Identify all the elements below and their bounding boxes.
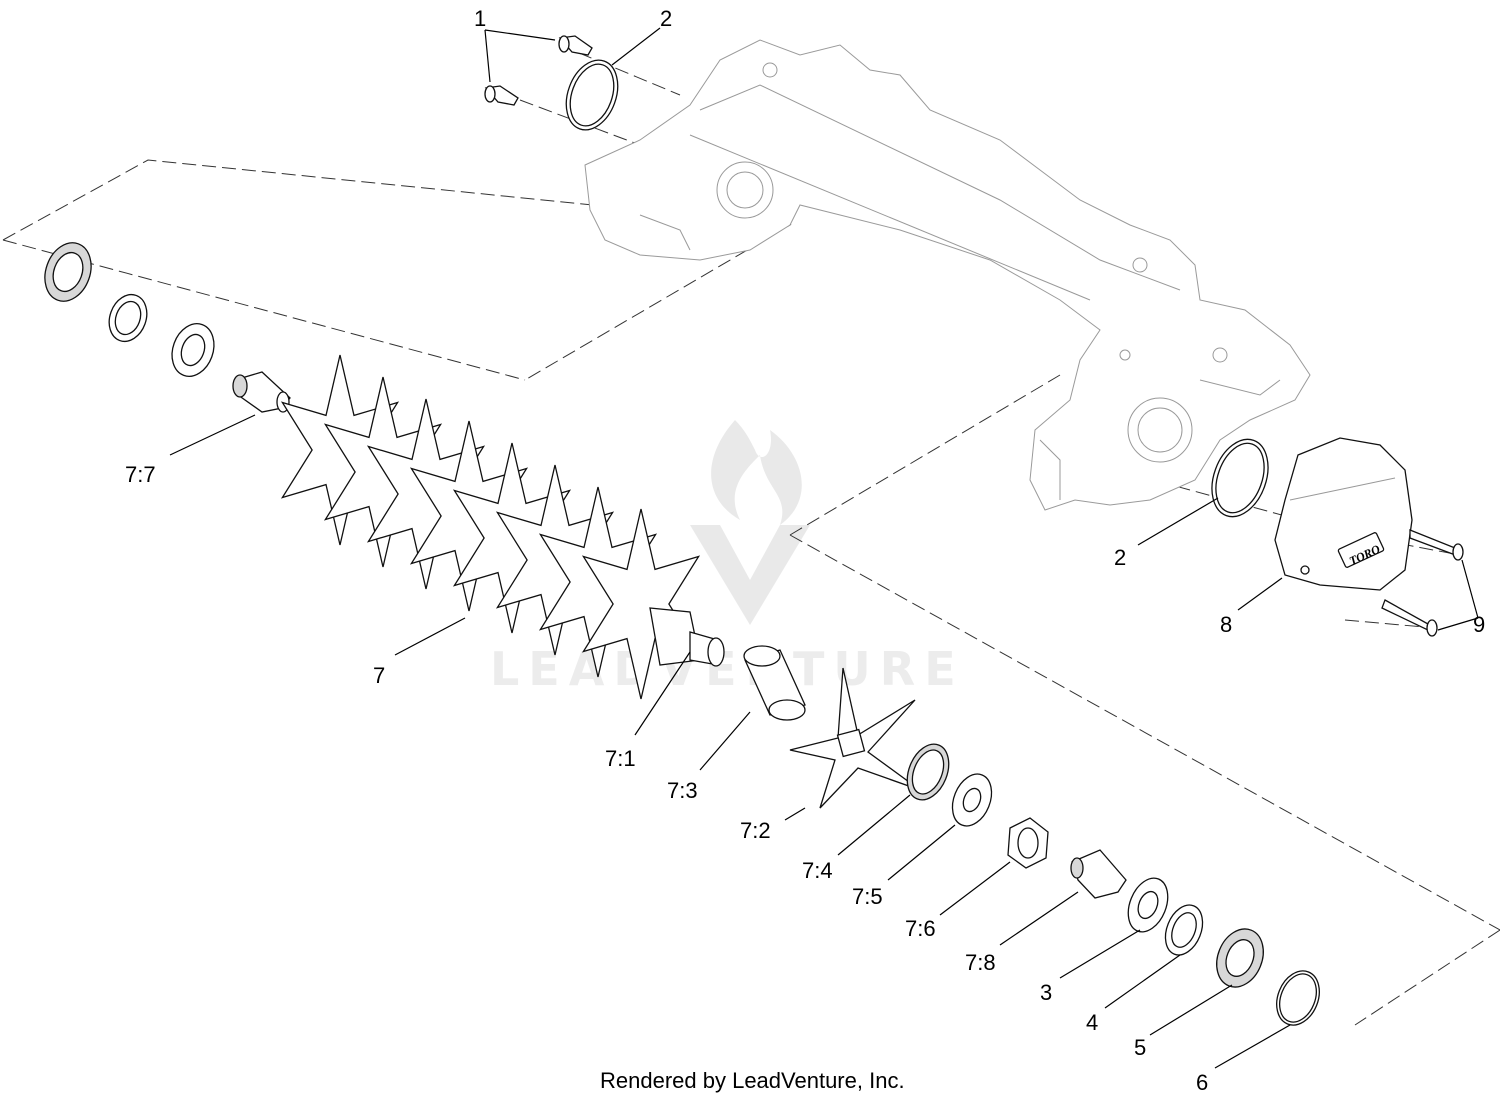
callout-1: 1 (474, 6, 486, 31)
callout-7-2: 7:2 (740, 818, 771, 843)
tine-wheel (366, 398, 486, 590)
tine-wheel (538, 486, 658, 678)
nut-part-7-6 (1007, 817, 1049, 869)
washer-part-7-4 (906, 743, 950, 801)
callout-labels: 1 2 7:7 7 7:1 7:3 7:2 7:4 7:5 7:6 7:8 3 … (125, 6, 1485, 1095)
callout-2-right: 2 (1114, 545, 1126, 570)
callout-7-7: 7:7 (125, 462, 156, 487)
spacer-tube-part-7-3 (743, 645, 806, 721)
bushing-part-7-8 (1070, 849, 1127, 899)
tine-wheel (452, 442, 572, 634)
footer-credit: Rendered by LeadVenture, Inc. (600, 1068, 905, 1093)
callout-7: 7 (373, 663, 385, 688)
callout-8: 8 (1220, 612, 1232, 637)
callout-7-3: 7:3 (667, 778, 698, 803)
washer-part-4 (1164, 904, 1204, 956)
washer-part-7-5 (951, 773, 993, 827)
tine-wheel (581, 508, 701, 700)
tine-wheel (280, 354, 400, 546)
o-ring-part-2-right (1211, 438, 1269, 518)
callout-7-1: 7:1 (605, 746, 636, 771)
leader-lines (169, 27, 1479, 1069)
callout-9: 9 (1473, 612, 1485, 637)
tine-wheel (323, 376, 443, 568)
callout-5: 5 (1134, 1035, 1146, 1060)
tine-star-part-7-2 (789, 667, 921, 809)
callout-3: 3 (1040, 980, 1052, 1005)
callout-7-8: 7:8 (965, 950, 996, 975)
tine-rotor-part-7 (280, 354, 701, 700)
thrust-bearing-part-3 (1127, 877, 1169, 933)
callout-7-5: 7:5 (852, 884, 883, 909)
snap-ring-part-6 (1276, 970, 1320, 1026)
cover-part-8: TORO (1274, 437, 1413, 591)
callout-2-top: 2 (660, 6, 672, 31)
bearing-part-5 (1216, 928, 1264, 988)
tine-wheel (495, 464, 615, 656)
watermark-text: LEADVENTURE (490, 642, 965, 696)
hub-part-7-1 (649, 607, 725, 667)
tine-wheel (409, 420, 529, 612)
callout-4: 4 (1086, 1010, 1098, 1035)
o-ring-part-2-top (565, 59, 619, 131)
callout-7-4: 7:4 (802, 858, 833, 883)
bolt-part-1 (484, 35, 593, 106)
callout-6: 6 (1196, 1070, 1208, 1095)
callout-7-6: 7:6 (905, 916, 936, 941)
left-bearing-stack (44, 242, 291, 413)
frame-ghost (584, 39, 1311, 511)
watermark-logo: LEADVENTURE (490, 420, 965, 696)
bolts-part-9 (1381, 529, 1464, 637)
